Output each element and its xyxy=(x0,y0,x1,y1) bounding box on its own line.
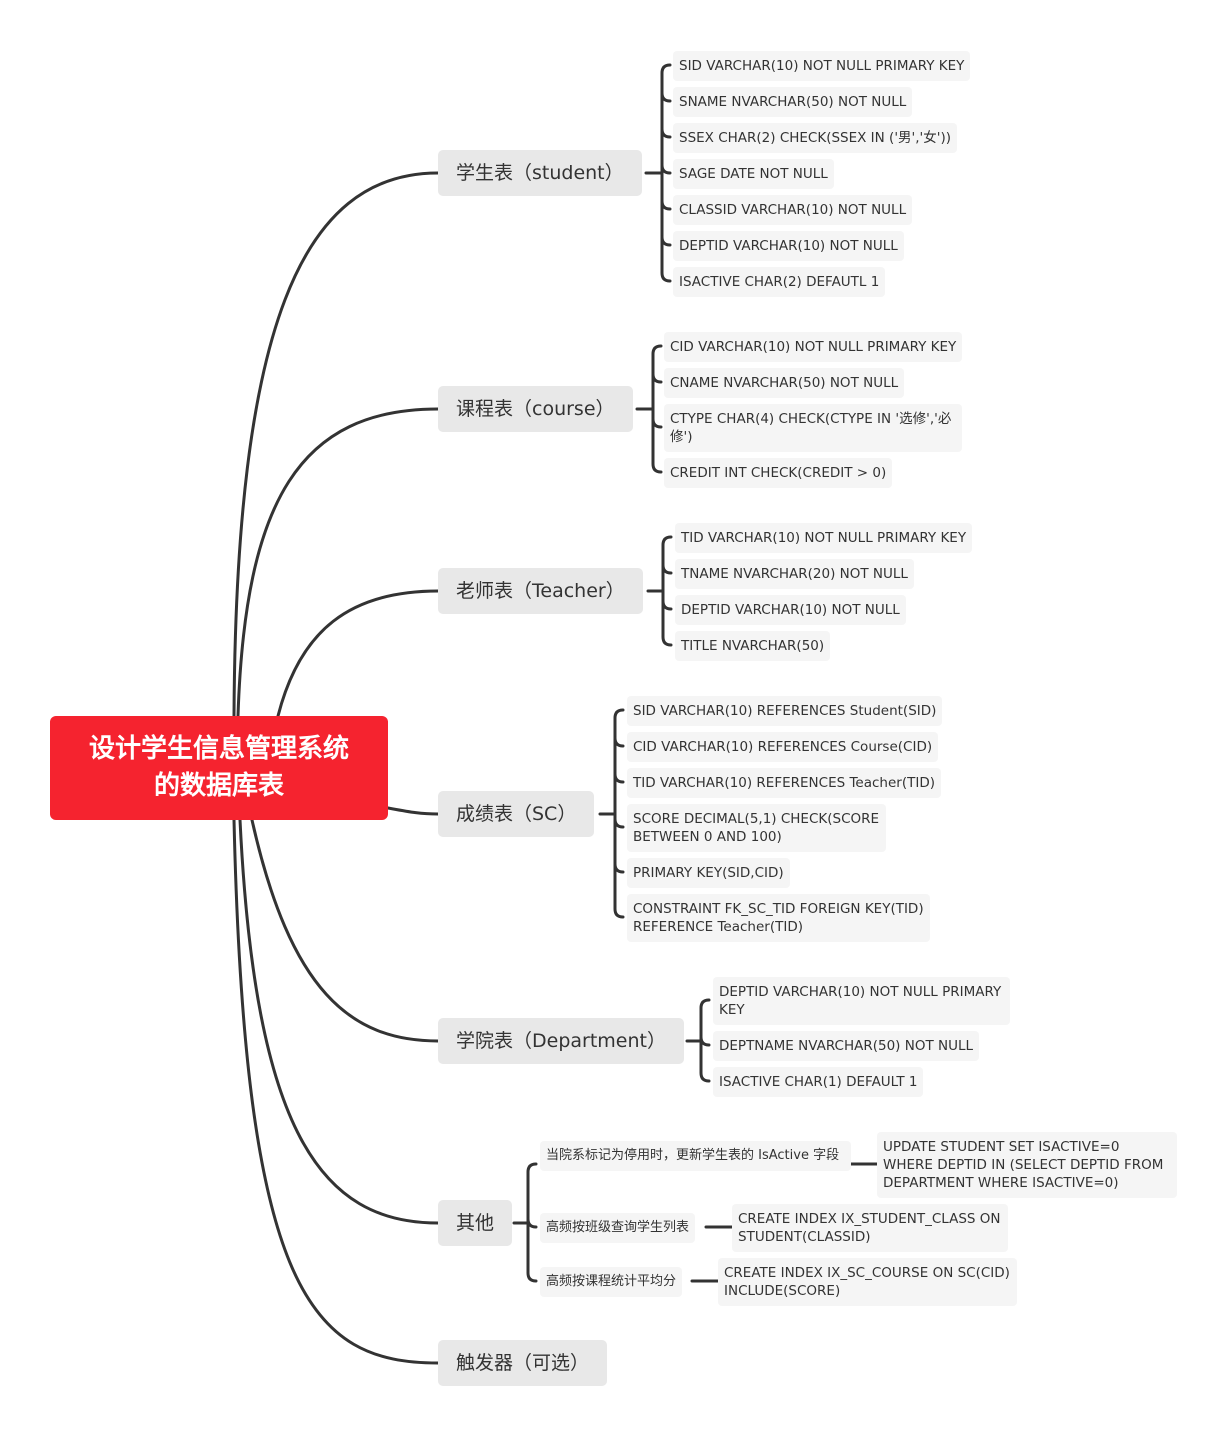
edge-sc-bus xyxy=(613,708,625,919)
edge-department-tick xyxy=(699,1035,711,1047)
student-field[interactable]: ISACTIVE CHAR(2) DEFAUTL 1 xyxy=(673,267,886,297)
edge-teacher-tick xyxy=(661,599,673,611)
edge-root-other xyxy=(238,818,440,1225)
branch-department[interactable]: 学院表（Department） xyxy=(438,1018,684,1064)
edge-student-tick xyxy=(660,163,672,175)
edge-course-tick xyxy=(651,372,663,384)
sc-field[interactable]: TID VARCHAR(10) REFERENCES Teacher(TID) xyxy=(627,768,941,798)
edge-other-tick xyxy=(526,1217,538,1229)
student-field[interactable]: SID VARCHAR(10) NOT NULL PRIMARY KEY xyxy=(673,51,971,81)
edge-sc-tick xyxy=(613,817,625,829)
edge-sc-tick xyxy=(613,736,625,748)
teacher-field[interactable]: TITLE NVARCHAR(50) xyxy=(675,631,831,661)
department-field[interactable]: DEPTNAME NVARCHAR(50) NOT NULL xyxy=(713,1031,980,1061)
edge-teacher-bus xyxy=(661,535,673,647)
sc-field[interactable]: SID VARCHAR(10) REFERENCES Student(SID) xyxy=(627,696,943,726)
sc-field[interactable]: CONSTRAINT FK_SC_TID FOREIGN KEY(TID) RE… xyxy=(627,894,930,942)
edge-student-tick xyxy=(660,235,672,247)
branch-student[interactable]: 学生表（student） xyxy=(438,150,642,196)
department-field[interactable]: ISACTIVE CHAR(1) DEFAULT 1 xyxy=(713,1067,924,1097)
sc-field[interactable]: PRIMARY KEY(SID,CID) xyxy=(627,858,790,888)
edge-student-tick xyxy=(660,199,672,211)
edge-teacher-tick xyxy=(661,563,673,575)
edge-root-course xyxy=(236,407,440,718)
root-topic[interactable]: 设计学生信息管理系统 的数据库表 xyxy=(50,716,388,820)
student-field[interactable]: SNAME NVARCHAR(50) NOT NULL xyxy=(673,87,913,117)
edge-root-department xyxy=(250,818,440,1043)
student-field[interactable]: SSEX CHAR(2) CHECK(SSEX IN ('男','女')) xyxy=(673,123,957,153)
edge-root-student xyxy=(232,171,440,718)
edge-student-tick xyxy=(660,127,672,139)
other-note[interactable]: 当院系标记为停用时，更新学生表的 IsActive 字段 xyxy=(540,1141,851,1171)
edge-sc-tick xyxy=(613,862,625,874)
edge-sc-tick xyxy=(613,772,625,784)
root-title-line2: 的数据库表 xyxy=(153,771,284,801)
branch-course[interactable]: 课程表（course） xyxy=(438,386,633,432)
other-sql[interactable]: UPDATE STUDENT SET ISACTIVE=0 WHERE DEPT… xyxy=(877,1132,1177,1198)
sc-field[interactable]: CID VARCHAR(10) REFERENCES Course(CID) xyxy=(627,732,939,762)
edge-root-trigger xyxy=(232,818,440,1365)
course-field[interactable]: CREDIT INT CHECK(CREDIT > 0) xyxy=(664,458,893,488)
other-note[interactable]: 高频按课程统计平均分 xyxy=(540,1267,683,1297)
edge-course-bus xyxy=(651,344,663,474)
branch-trigger[interactable]: 触发器（可选） xyxy=(438,1340,608,1386)
student-field[interactable]: DEPTID VARCHAR(10) NOT NULL xyxy=(673,231,904,261)
course-field[interactable]: CNAME NVARCHAR(50) NOT NULL xyxy=(664,368,905,398)
edge-root-sc xyxy=(386,806,440,816)
other-note[interactable]: 高频按班级查询学生列表 xyxy=(540,1213,696,1243)
student-field[interactable]: SAGE DATE NOT NULL xyxy=(673,159,834,189)
other-sql[interactable]: CREATE INDEX IX_SC_COURSE ON SC(CID) INC… xyxy=(718,1258,1017,1306)
teacher-field[interactable]: DEPTID VARCHAR(10) NOT NULL xyxy=(675,595,906,625)
teacher-field[interactable]: TID VARCHAR(10) NOT NULL PRIMARY KEY xyxy=(675,523,973,553)
edge-student-bus xyxy=(660,63,672,283)
sc-field[interactable]: SCORE DECIMAL(5,1) CHECK(SCORE BETWEEN 0… xyxy=(627,804,886,852)
student-field[interactable]: CLASSID VARCHAR(10) NOT NULL xyxy=(673,195,913,225)
branch-other[interactable]: 其他 xyxy=(438,1200,513,1246)
course-field[interactable]: CTYPE CHAR(4) CHECK(CTYPE IN '选修','必修') xyxy=(664,404,962,452)
department-field[interactable]: DEPTID VARCHAR(10) NOT NULL PRIMARY KEY xyxy=(713,977,1010,1025)
teacher-field[interactable]: TNAME NVARCHAR(20) NOT NULL xyxy=(675,559,914,589)
root-title-line1: 设计学生信息管理系统 xyxy=(88,734,349,764)
edge-student-tick xyxy=(660,91,672,103)
other-sql[interactable]: CREATE INDEX IX_STUDENT_CLASS ON STUDENT… xyxy=(732,1204,1008,1252)
course-field[interactable]: CID VARCHAR(10) NOT NULL PRIMARY KEY xyxy=(664,332,963,362)
branch-sc[interactable]: 成绩表（SC） xyxy=(438,791,595,837)
edge-root-teacher xyxy=(276,589,440,718)
edge-course-tick xyxy=(651,417,663,429)
branch-teacher[interactable]: 老师表（Teacher） xyxy=(438,568,643,614)
